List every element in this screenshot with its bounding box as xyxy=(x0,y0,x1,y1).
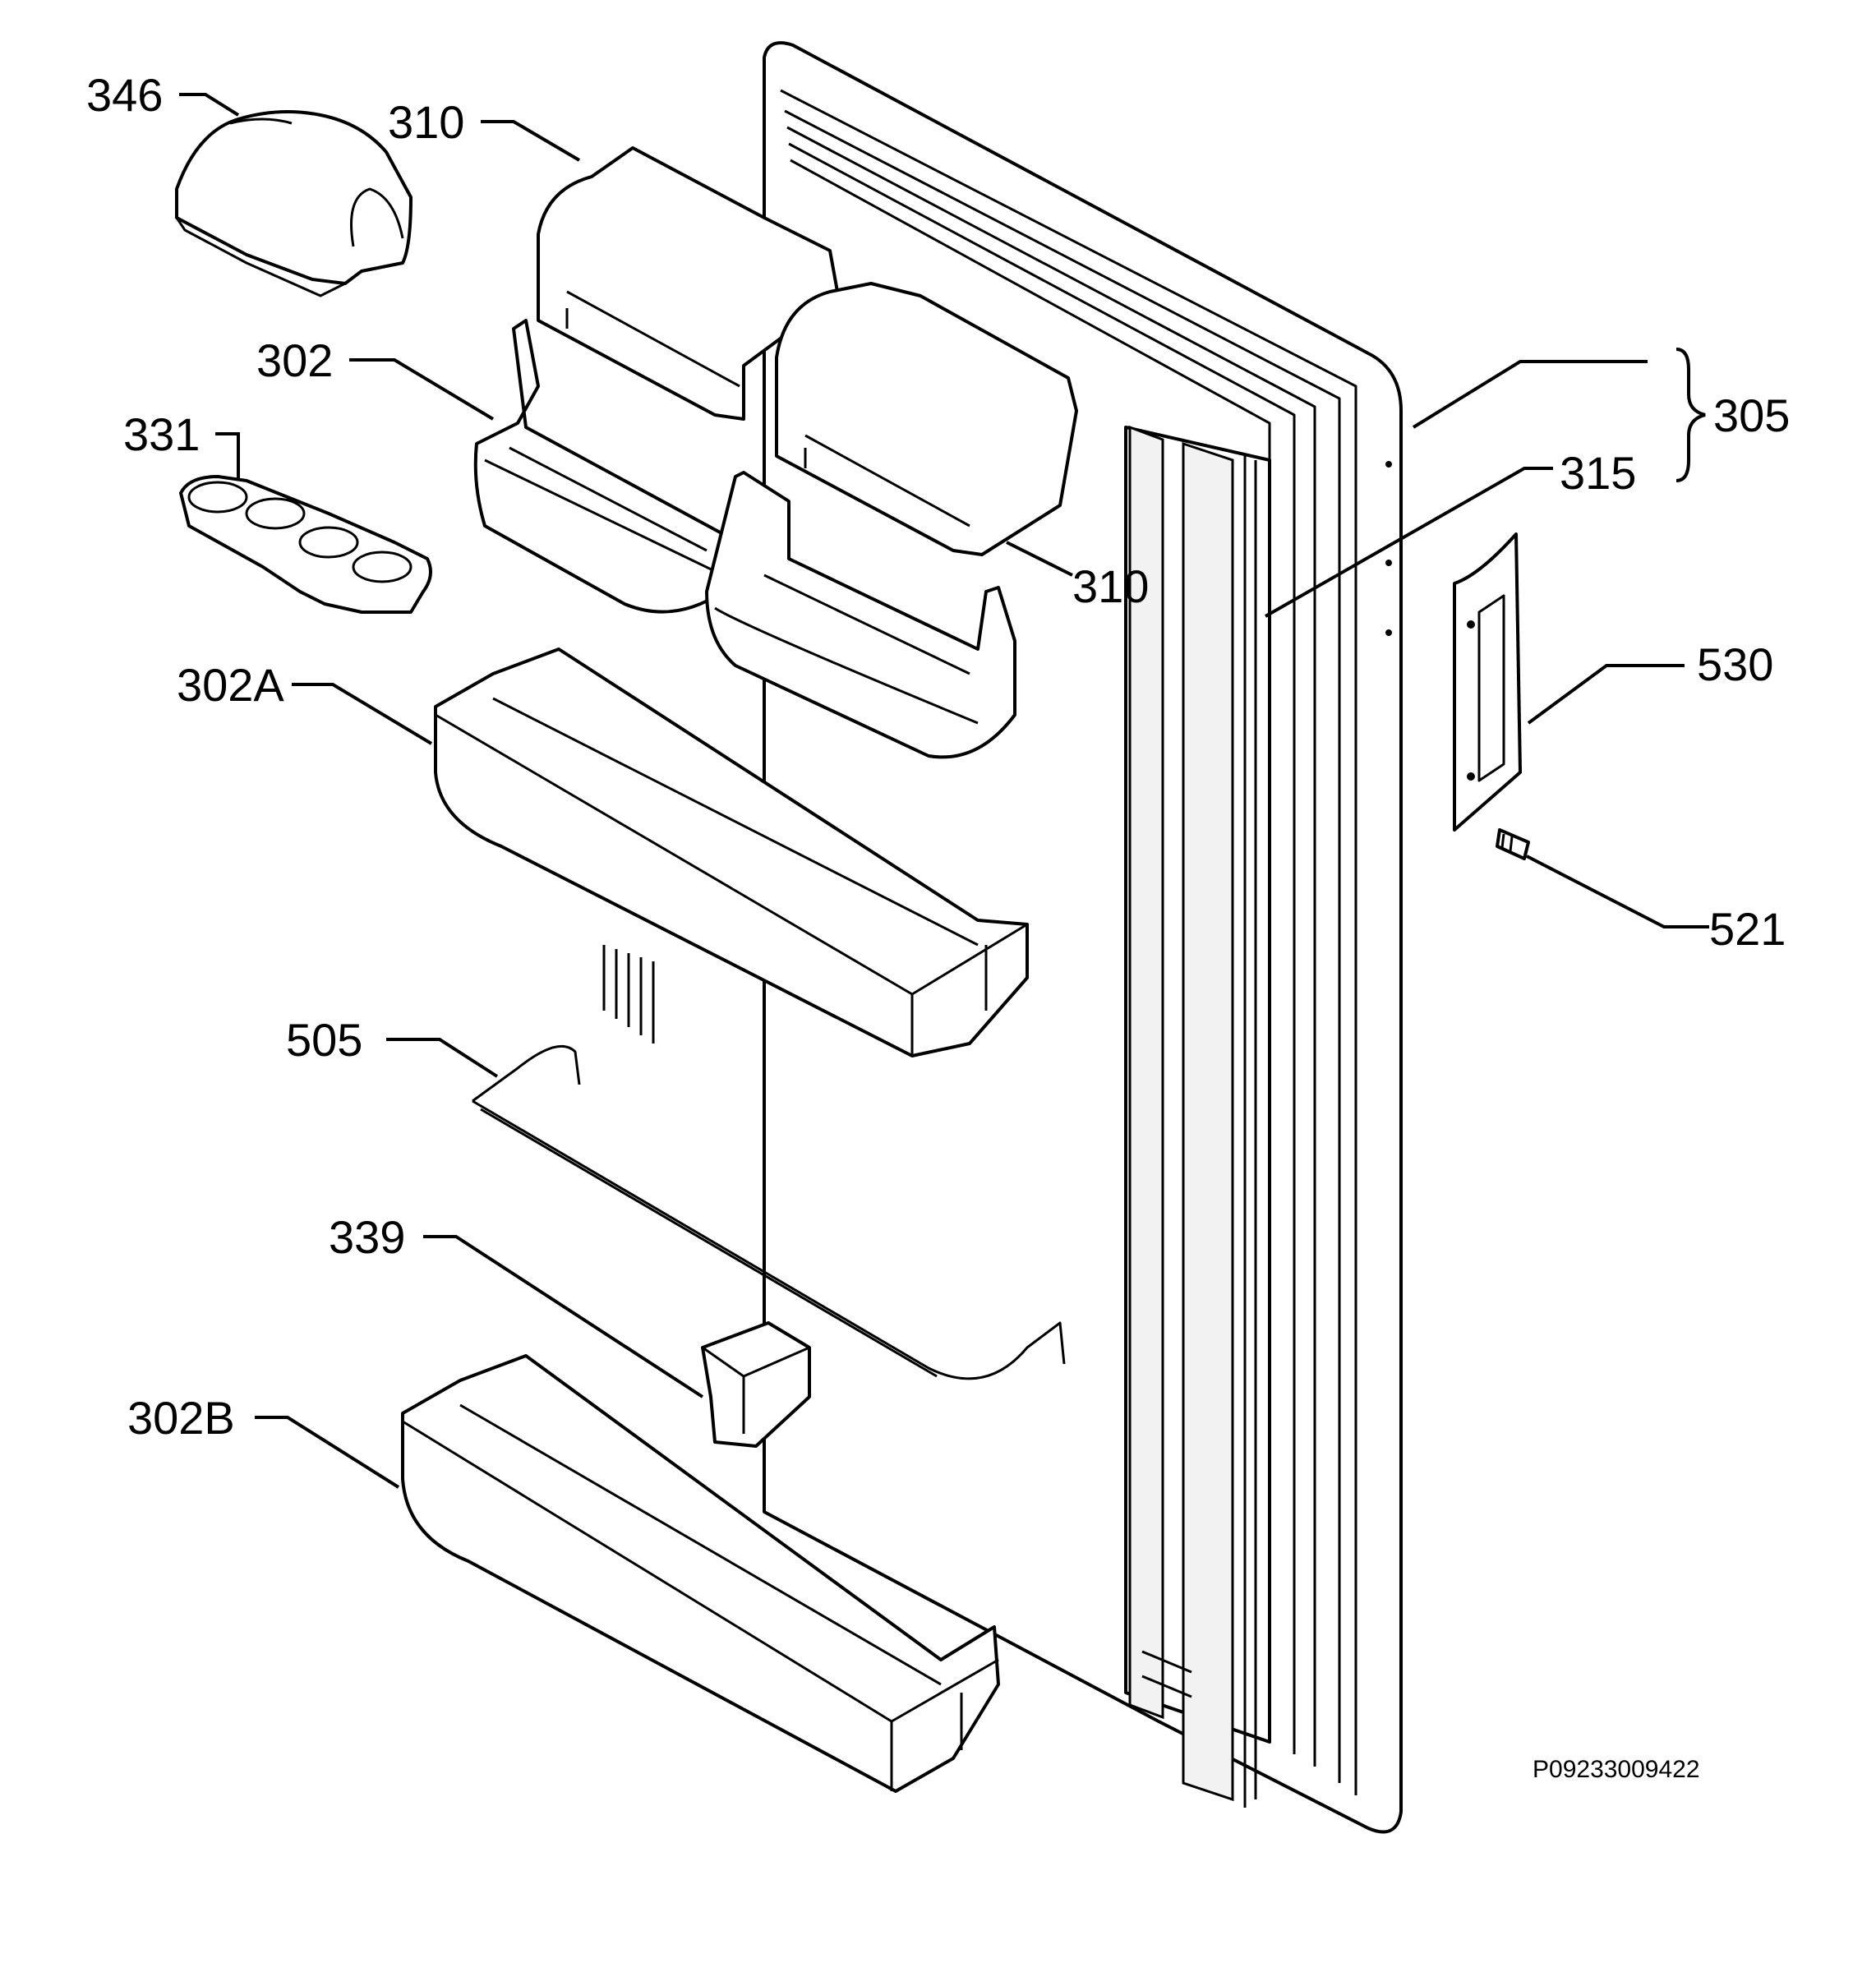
part-346-drawing xyxy=(175,110,413,297)
callout-331: 331 xyxy=(123,408,200,460)
callout-302: 302 xyxy=(256,334,333,386)
drawing-code: P09233009422 xyxy=(1533,1756,1700,1783)
callout-315: 315 xyxy=(1560,447,1636,499)
part-331-drawing xyxy=(179,475,432,614)
callout-530: 530 xyxy=(1697,638,1773,690)
part-310-lower-cover-drawing xyxy=(775,282,1078,556)
part-302a-drawing xyxy=(434,647,1029,1057)
part-505-drawing xyxy=(472,1044,1066,1380)
part-310-upper-cover-drawing xyxy=(537,146,840,421)
part-521-screw-drawing xyxy=(1496,828,1530,860)
callout-305: 305 xyxy=(1713,389,1790,441)
callout-302b: 302B xyxy=(127,1392,235,1444)
callout-521: 521 xyxy=(1709,903,1786,955)
callout-505: 505 xyxy=(286,1014,362,1066)
callout-310-top: 310 xyxy=(388,96,464,148)
spring-clip-drawing xyxy=(602,945,655,1044)
callout-310-lower: 310 xyxy=(1072,560,1149,612)
callout-302a: 302A xyxy=(177,659,284,711)
part-302-second-shelf-drawing xyxy=(705,471,1016,759)
callout-labels: 346 310 302 331 310 305 315 302A 530 521… xyxy=(86,69,1790,1783)
part-530-handle-drawing xyxy=(1453,532,1522,832)
leader-lines xyxy=(179,93,1709,1489)
callout-346: 346 xyxy=(86,69,163,121)
part-339-drawing xyxy=(701,1321,811,1448)
callout-339: 339 xyxy=(329,1211,405,1263)
part-302b-drawing xyxy=(401,1354,1000,1793)
